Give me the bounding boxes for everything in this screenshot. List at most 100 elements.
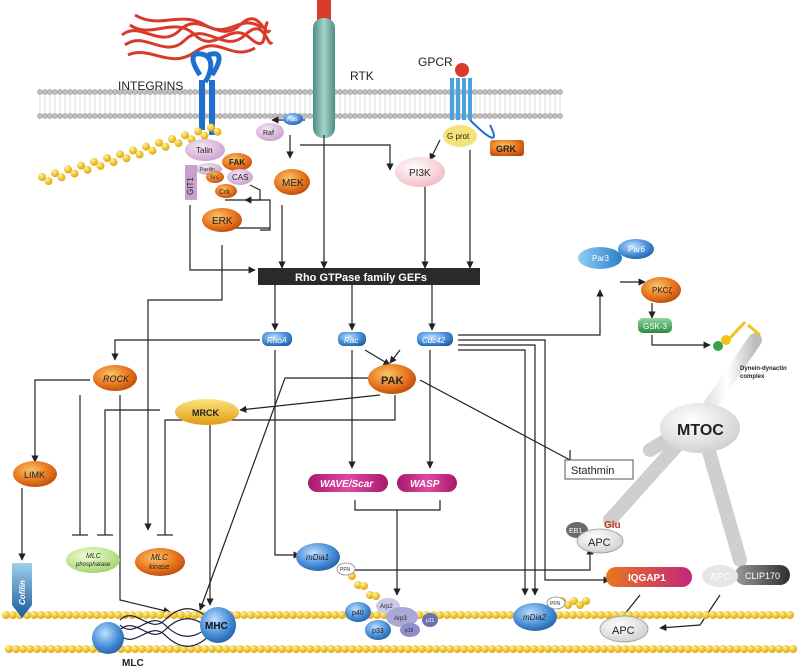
talin-label: Talin bbox=[196, 146, 212, 155]
signaling-arrows bbox=[18, 116, 721, 632]
apc-node bbox=[576, 528, 624, 554]
pfn-node bbox=[336, 562, 356, 576]
apc-bottom-node bbox=[599, 615, 649, 643]
gpcr-label: GPCR bbox=[418, 55, 453, 69]
fak-node bbox=[222, 153, 252, 171]
mek-node bbox=[274, 169, 310, 195]
git1-node bbox=[185, 165, 197, 200]
glu-label: Glu bbox=[604, 520, 621, 531]
stathmin-label: Stathmin bbox=[571, 465, 614, 477]
mek-label: MEK bbox=[282, 178, 304, 189]
src-node bbox=[206, 171, 224, 183]
par3-label: Par3 bbox=[592, 254, 609, 263]
mlc-label: MLC bbox=[122, 658, 144, 669]
cas-node bbox=[227, 169, 253, 185]
talin-node bbox=[185, 139, 225, 161]
rhoa-node bbox=[262, 332, 292, 346]
pfn-label: PFN bbox=[340, 567, 350, 573]
stathmin-box bbox=[564, 459, 634, 480]
pak-node bbox=[368, 364, 416, 394]
mdia2-node bbox=[513, 603, 557, 631]
arp3-label: Arp3 bbox=[394, 616, 407, 622]
p33-node bbox=[365, 620, 391, 640]
iqgap1-label: IQGAP1 bbox=[628, 573, 666, 584]
mlc-kinase-label-1: MLC bbox=[151, 553, 168, 562]
cas-label: CAS bbox=[232, 173, 248, 182]
erk-label: ERK bbox=[212, 216, 233, 227]
dynein-label-2: complex bbox=[740, 374, 765, 380]
cofilin-arrow bbox=[12, 563, 32, 618]
rhoa-label: RhoA bbox=[267, 336, 287, 345]
gprot-node bbox=[443, 125, 477, 147]
crk-label: Crk bbox=[219, 189, 230, 196]
gprot-label: G prot bbox=[447, 132, 470, 141]
p21-label: p21 bbox=[426, 618, 435, 624]
wave-label: WAVE/Scar bbox=[320, 479, 374, 490]
mlc-phosphatase-label-1: MLC bbox=[86, 553, 102, 560]
rtk-label: RTK bbox=[350, 69, 374, 83]
clip170-node bbox=[735, 565, 790, 585]
eb1-label: EB1 bbox=[569, 528, 582, 535]
mrck-node bbox=[175, 399, 239, 425]
limk-label: LIMK bbox=[24, 470, 45, 480]
pfn2-node bbox=[546, 596, 566, 610]
pkc-node bbox=[641, 277, 681, 303]
plasma-membrane bbox=[37, 89, 563, 119]
mlc-node bbox=[92, 622, 124, 654]
raf-node bbox=[256, 123, 284, 141]
pak-label: PAK bbox=[381, 375, 403, 387]
mlc-phosphatase-label-2: phosphatase bbox=[75, 562, 111, 568]
mlc-phosphatase-node bbox=[66, 547, 120, 573]
gsk3-node bbox=[638, 318, 672, 333]
p40-node bbox=[345, 602, 371, 622]
cdc42-node bbox=[417, 332, 453, 346]
p16-node bbox=[400, 623, 420, 637]
grk-node bbox=[490, 140, 524, 156]
clip170-label: CLIP170 bbox=[745, 571, 780, 581]
gsk3-label: GSK-3 bbox=[643, 322, 668, 331]
arp2-label: Arp2 bbox=[380, 604, 393, 610]
grk-label: GRK bbox=[496, 144, 517, 154]
mhc-node bbox=[200, 607, 236, 643]
rock-label: ROCK bbox=[103, 374, 130, 384]
mrck-label: MRCK bbox=[192, 408, 219, 418]
crk-node bbox=[215, 184, 237, 198]
pkc-label: PKCζ bbox=[652, 286, 672, 295]
ecm-fibers bbox=[121, 13, 274, 61]
arp23-complex bbox=[345, 598, 438, 640]
limk-node bbox=[13, 461, 57, 487]
par6-label: Par6 bbox=[628, 245, 645, 254]
par6-node bbox=[618, 239, 654, 259]
apc-bottom-label: APC bbox=[612, 625, 635, 637]
gpcr-receptor bbox=[450, 63, 495, 139]
p40-label: p40 bbox=[352, 610, 364, 617]
fak-label: FAK bbox=[229, 158, 245, 167]
cdc42-label: Cdc42 bbox=[422, 336, 446, 345]
raf-label: Raf bbox=[263, 130, 274, 137]
integrins-label: INTEGRINS bbox=[118, 79, 183, 93]
rac-node bbox=[338, 332, 366, 346]
apc-label: APC bbox=[588, 537, 611, 549]
mdia1-label: mDia1 bbox=[306, 553, 329, 562]
paxillin-label: Paxilin bbox=[200, 167, 215, 173]
arp3-node bbox=[386, 607, 418, 627]
mtoc-label: MTOC bbox=[677, 422, 724, 439]
mlc-kinase-node bbox=[135, 548, 185, 576]
pi3k-node bbox=[395, 157, 445, 187]
mtoc-node bbox=[660, 403, 740, 453]
mhc-label: MHC bbox=[205, 621, 228, 632]
cofilin-label: Cofilin bbox=[18, 580, 27, 605]
iqgap1-node bbox=[606, 567, 692, 587]
pi3k-label: PI3K bbox=[409, 168, 431, 179]
rock-node bbox=[93, 365, 137, 391]
p33-label: p33 bbox=[372, 628, 384, 635]
myosin-filaments bbox=[119, 608, 211, 647]
mdia1-node bbox=[296, 543, 340, 571]
apc-faded-node bbox=[702, 565, 738, 587]
src-label: Src bbox=[210, 175, 219, 181]
gef-box bbox=[258, 268, 480, 285]
wasp-label: WASP bbox=[410, 479, 440, 490]
integrin-receptor bbox=[190, 51, 222, 135]
rac-label: Rac bbox=[344, 336, 358, 345]
